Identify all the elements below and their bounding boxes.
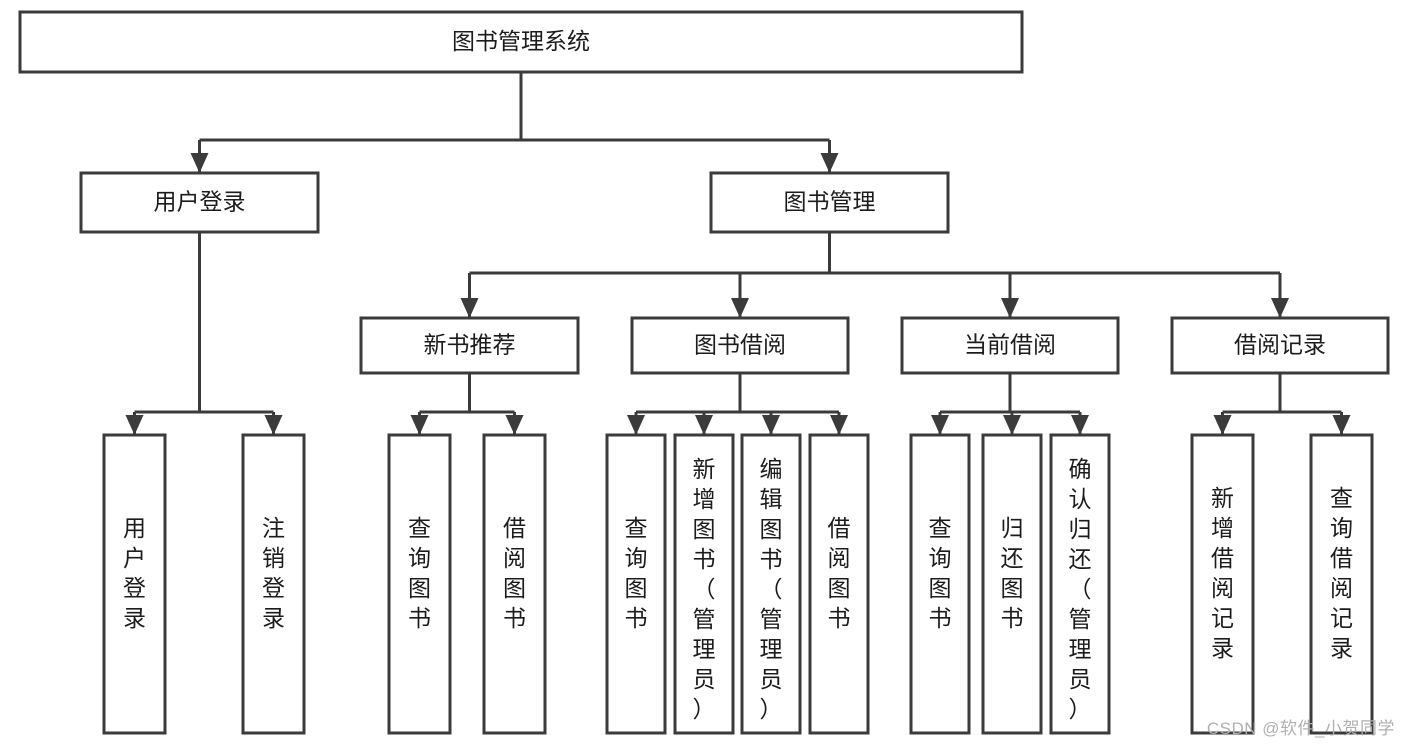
node-leaf-add-book-admin[interactable]: 新增图书（管理员） xyxy=(673,433,735,735)
node-user-login[interactable]: 用户登录 xyxy=(79,171,320,234)
node-leaf-edit-book-admin[interactable]: 编辑图书（管理员） xyxy=(740,433,802,735)
arrow-down-icon xyxy=(695,415,713,435)
node-label: 新增图书（管理员） xyxy=(693,456,716,722)
arrow-down-icon xyxy=(1001,298,1019,318)
node-new-book-rec[interactable]: 新书推荐 xyxy=(359,316,580,375)
node-leaf-return-book[interactable]: 归还图书 xyxy=(981,433,1043,735)
node-label: 新增借阅记录 xyxy=(1211,485,1234,661)
node-box[interactable] xyxy=(359,316,580,375)
arrow-down-icon xyxy=(410,415,429,435)
node-box[interactable] xyxy=(79,171,320,234)
node-label: 查询借阅记录 xyxy=(1330,485,1353,661)
node-book-manage[interactable]: 图书管理 xyxy=(709,171,950,234)
node-box[interactable] xyxy=(1170,316,1390,375)
node-label: 当前借阅 xyxy=(964,332,1056,358)
node-current-borrow[interactable]: 当前借阅 xyxy=(900,316,1120,375)
node-box[interactable] xyxy=(900,316,1120,375)
node-leaf-add-borrow-record[interactable]: 新增借阅记录 xyxy=(1190,433,1255,735)
node-box[interactable] xyxy=(482,433,547,735)
node-leaf-query-book-cur[interactable]: 查询图书 xyxy=(909,433,971,735)
node-label: 新书推荐 xyxy=(424,332,516,358)
node-label: 图书借阅 xyxy=(694,332,786,358)
node-box[interactable] xyxy=(709,171,950,234)
node-root[interactable]: 图书管理系统 xyxy=(18,10,1024,74)
node-leaf-borrow-book[interactable]: 借阅图书 xyxy=(808,433,870,735)
arrow-down-icon xyxy=(1003,415,1021,435)
connector-layer xyxy=(125,72,1351,435)
arrow-down-icon xyxy=(125,415,144,435)
node-label: 归还图书 xyxy=(1001,515,1024,631)
arrow-down-icon xyxy=(264,415,283,435)
arrow-down-icon xyxy=(830,415,848,435)
arrow-down-icon xyxy=(1332,415,1351,435)
node-box[interactable] xyxy=(808,433,870,735)
node-box[interactable] xyxy=(630,316,850,375)
node-layer: 图书管理系统用户登录图书管理新书推荐图书借阅当前借阅借阅记录用户登录注销登录查询… xyxy=(18,10,1390,735)
node-label: 借阅图书 xyxy=(503,515,526,631)
node-label: 借阅记录 xyxy=(1234,332,1326,358)
node-borrow-record[interactable]: 借阅记录 xyxy=(1170,316,1390,375)
arrow-down-icon xyxy=(505,415,524,435)
node-book-borrow[interactable]: 图书借阅 xyxy=(630,316,850,375)
node-label: 查询图书 xyxy=(408,515,431,631)
node-label: 注销登录 xyxy=(262,515,285,631)
arrow-down-icon xyxy=(762,415,780,435)
arrow-down-icon xyxy=(1071,415,1089,435)
node-box[interactable] xyxy=(18,10,1024,74)
arrow-down-icon xyxy=(1213,415,1232,435)
arrow-down-icon xyxy=(190,153,209,173)
arrow-down-icon xyxy=(820,153,839,173)
arrow-down-icon xyxy=(627,415,645,435)
node-box[interactable] xyxy=(1190,433,1255,735)
arrow-down-icon xyxy=(731,298,749,318)
node-box[interactable] xyxy=(740,433,802,735)
node-label: 用户登录 xyxy=(154,189,246,215)
node-leaf-query-book-rec[interactable]: 查询图书 xyxy=(387,433,452,735)
node-box[interactable] xyxy=(102,433,167,735)
node-box[interactable] xyxy=(1309,433,1374,735)
node-leaf-confirm-return-admin[interactable]: 确认归还（管理员） xyxy=(1049,433,1111,735)
node-leaf-borrow-book-rec[interactable]: 借阅图书 xyxy=(482,433,547,735)
node-box[interactable] xyxy=(1049,433,1111,735)
arrow-down-icon xyxy=(1271,298,1289,318)
node-leaf-query-book-borrow[interactable]: 查询图书 xyxy=(605,433,667,735)
node-leaf-logout[interactable]: 注销登录 xyxy=(241,433,306,735)
node-box[interactable] xyxy=(673,433,735,735)
node-box[interactable] xyxy=(387,433,452,735)
node-label: 用户登录 xyxy=(123,515,146,631)
node-label: 编辑图书（管理员） xyxy=(760,456,783,722)
node-label: 确认归还（管理员） xyxy=(1069,456,1092,722)
node-box[interactable] xyxy=(241,433,306,735)
node-box[interactable] xyxy=(605,433,667,735)
node-leaf-query-borrow-record[interactable]: 查询借阅记录 xyxy=(1309,433,1374,735)
arrow-down-icon xyxy=(931,415,949,435)
node-box[interactable] xyxy=(981,433,1043,735)
node-label: 借阅图书 xyxy=(828,515,851,631)
node-label: 查询图书 xyxy=(625,515,648,631)
node-label: 图书管理系统 xyxy=(452,28,590,54)
node-leaf-user-login[interactable]: 用户登录 xyxy=(102,433,167,735)
node-box[interactable] xyxy=(909,433,971,735)
node-label: 查询图书 xyxy=(929,515,952,631)
node-label: 图书管理 xyxy=(784,189,876,215)
arrow-down-icon xyxy=(460,298,479,318)
